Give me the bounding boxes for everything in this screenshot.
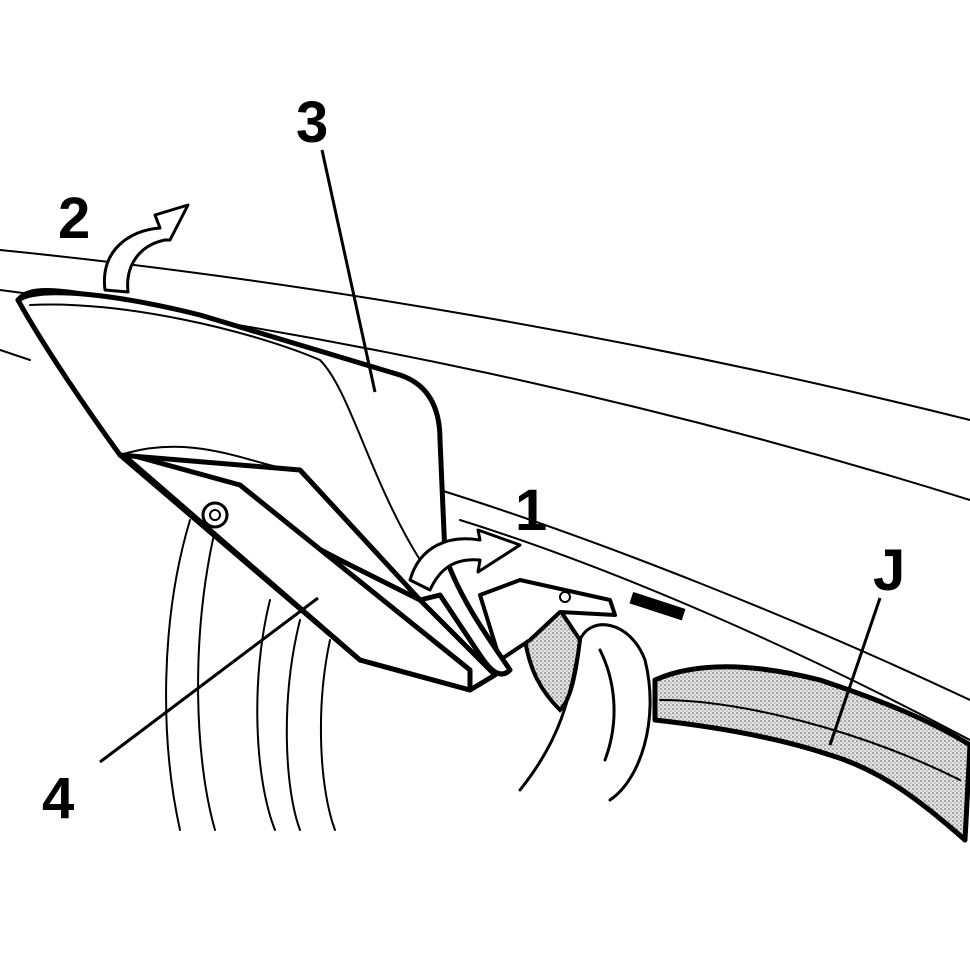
callout-4: 4 (42, 766, 74, 831)
leader-line-4 (99, 596, 319, 764)
weatherstrip-j (522, 607, 970, 843)
curved-arrow-1-icon (408, 528, 522, 592)
callout-j: J (873, 538, 905, 603)
curved-arrow-2-icon (102, 203, 190, 294)
leader-lines (99, 149, 882, 764)
leader-line-j (828, 597, 882, 746)
callout-2: 2 (58, 186, 90, 251)
door-frame-curves (165, 519, 336, 831)
hand (518, 623, 652, 802)
trim-cover-3 (15, 290, 513, 677)
clip-tab (478, 578, 686, 662)
callout-1: 1 (515, 478, 547, 543)
leader-line-3 (320, 149, 377, 393)
callout-3: 3 (296, 90, 328, 155)
